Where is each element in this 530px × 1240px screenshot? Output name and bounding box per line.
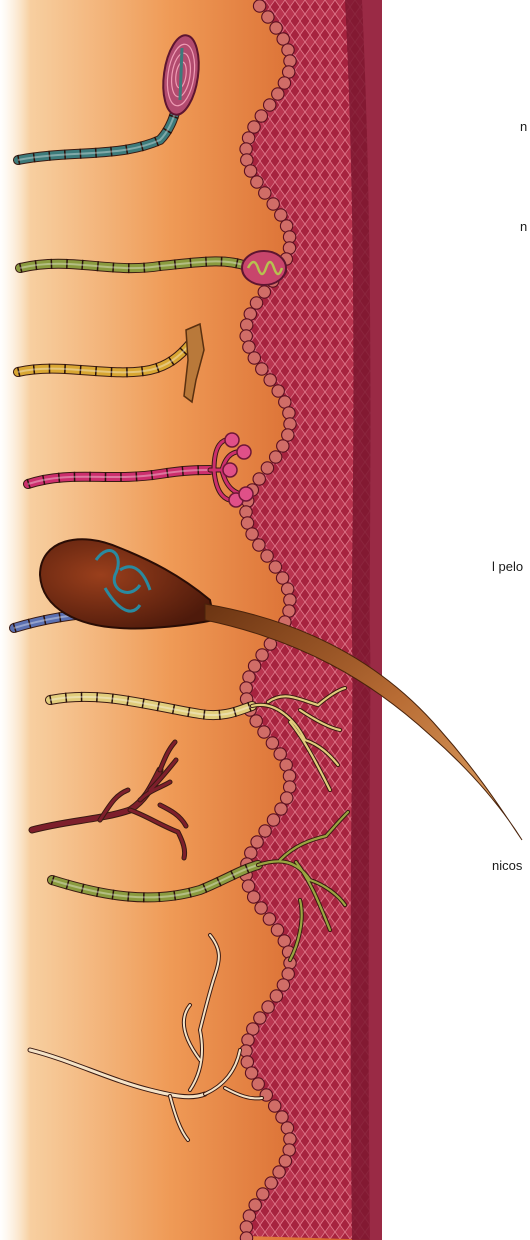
basal-cell — [240, 330, 252, 342]
basal-cell — [275, 803, 287, 815]
basal-cell — [262, 1001, 274, 1013]
basal-cell — [275, 209, 287, 221]
basal-cell — [272, 385, 284, 397]
basal-cell — [258, 726, 270, 738]
basal-cell — [271, 924, 283, 936]
basal-cell — [248, 660, 260, 672]
ruffini-terminal — [237, 445, 251, 459]
basal-cell — [267, 814, 279, 826]
basal-cell — [284, 781, 296, 793]
basal-cell — [277, 979, 289, 991]
basal-cell — [270, 451, 282, 463]
basal-cell — [282, 44, 294, 56]
basal-cell — [272, 88, 284, 100]
basal-cell — [265, 1177, 277, 1189]
ruffini-terminal — [223, 463, 237, 477]
basal-cell — [283, 407, 295, 419]
basal-cell — [240, 1232, 252, 1240]
basal-cell — [240, 506, 252, 518]
ruffini-terminal — [239, 487, 253, 501]
basal-cell — [254, 1012, 266, 1024]
basal-cell — [259, 825, 271, 837]
basal-cell — [258, 286, 270, 298]
basal-cell — [269, 1100, 281, 1112]
basal-cell — [270, 990, 282, 1002]
basal-cell — [264, 99, 276, 111]
basal-cell — [244, 165, 256, 177]
basal-cell — [267, 198, 279, 210]
basal-cell — [262, 11, 274, 23]
basal-cell — [284, 418, 296, 430]
basal-cell — [264, 374, 276, 386]
label-fragment-1: n — [520, 120, 527, 133]
basal-cell — [243, 671, 255, 683]
label-fragment-2: n — [520, 220, 527, 233]
basal-cell — [256, 649, 268, 661]
basal-cell — [251, 176, 263, 188]
basal-cell — [279, 1155, 291, 1167]
basal-cell — [281, 1122, 293, 1134]
basal-cell — [259, 187, 271, 199]
basal-cell — [253, 473, 265, 485]
basal-cell — [249, 1199, 261, 1211]
basal-cell — [255, 902, 267, 914]
basal-cell — [250, 297, 262, 309]
basal-cell — [253, 0, 265, 12]
basal-cell — [242, 132, 254, 144]
basal-cell — [261, 462, 273, 474]
basal-cell — [255, 110, 267, 122]
basal-cell — [253, 539, 265, 551]
basal-cell — [243, 1210, 255, 1222]
basal-cell — [261, 550, 273, 562]
basal-cell — [278, 77, 290, 89]
basal-cell — [281, 792, 293, 804]
basal-cell — [270, 22, 282, 34]
basal-cell — [263, 913, 275, 925]
basal-cell — [248, 891, 260, 903]
label-fragment-3: l pelo — [492, 560, 523, 573]
basal-cell — [273, 1166, 285, 1178]
basal-cell — [256, 363, 268, 375]
basal-cell — [250, 715, 262, 727]
basal-cell — [280, 220, 292, 232]
basal-cell — [245, 1067, 257, 1079]
basal-cell — [274, 748, 286, 760]
basal-cell — [283, 242, 295, 254]
basal-cell — [246, 528, 258, 540]
ruffini-terminal — [225, 433, 239, 447]
basal-cell — [266, 737, 278, 749]
basal-cell — [284, 55, 296, 67]
basal-cell — [251, 836, 263, 848]
basal-cell — [252, 1078, 264, 1090]
basal-cell — [269, 561, 281, 573]
pacinian-axon — [180, 48, 182, 100]
basal-cell — [282, 583, 294, 595]
basal-cell — [257, 1188, 269, 1200]
basal-cell — [248, 352, 260, 364]
label-fragment-4: nicos — [492, 859, 522, 872]
basal-cell — [242, 1034, 254, 1046]
basal-cell — [277, 440, 289, 452]
